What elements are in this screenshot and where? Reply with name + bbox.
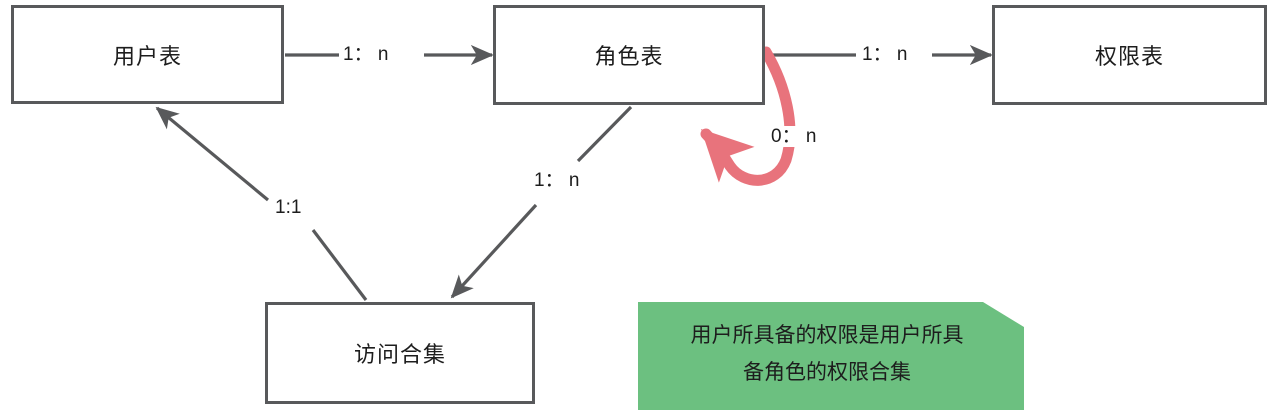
entity-access-set-label: 访问合集 — [353, 342, 446, 367]
entity-permission-table-label: 权限表 — [1094, 44, 1164, 69]
relation-label-role-to-permission: 1： n — [859, 44, 911, 65]
entity-user-table-label: 用户表 — [112, 43, 182, 69]
relation-label-access-to-user: 1:1 — [272, 197, 305, 218]
entity-role-table[interactable]: 角色表 — [493, 5, 765, 105]
permission-note-line-1: 用户所具备的权限是用户所具 — [690, 324, 964, 347]
entity-user-table[interactable]: 用户表 — [11, 5, 284, 104]
relation-label-role-self-loop: 0： n — [768, 126, 820, 147]
entity-access-set[interactable]: 访问合集 — [265, 302, 535, 404]
connector-role-self-loop — [700, 46, 796, 186]
relation-label-role-to-access: 1： n — [531, 170, 583, 191]
connector-access-to-user — [155, 106, 368, 301]
entity-role-table-label: 角色表 — [594, 44, 664, 69]
permission-note-line-2: 备角色的权限合集 — [743, 361, 911, 384]
permission-note: 用户所具备的权限是用户所具 备角色的权限合集 — [638, 302, 1024, 410]
connector-role-to-access — [450, 105, 633, 299]
relation-label-user-to-role: 1： n — [340, 44, 392, 65]
entity-permission-table[interactable]: 权限表 — [992, 5, 1267, 105]
